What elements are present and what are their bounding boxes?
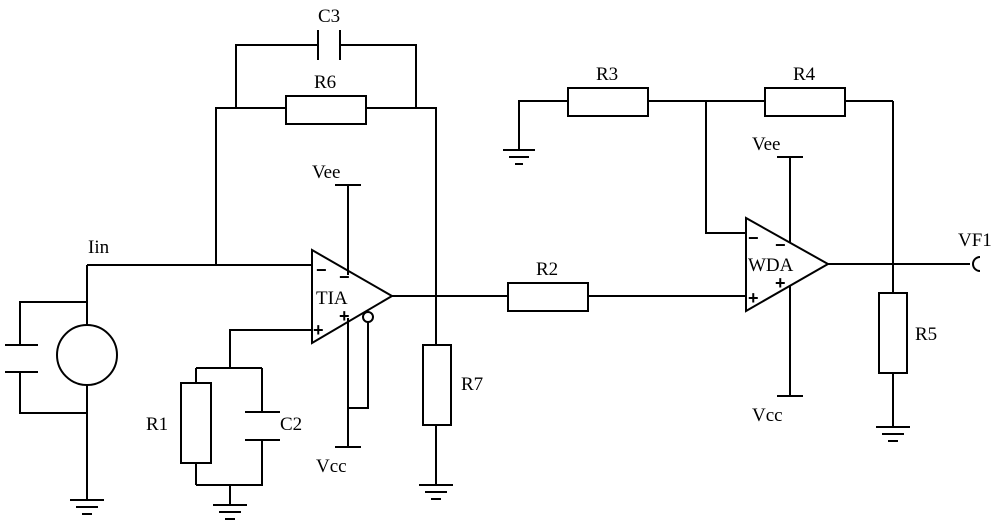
wda-vcc-label: Vcc (752, 405, 783, 426)
wda-gain-network (503, 100, 894, 293)
wda-label: WDA (748, 255, 794, 276)
resistor-r4: R4 (764, 64, 846, 117)
wda-plus-sign: + (748, 288, 759, 308)
iin-label: Iin (88, 237, 110, 258)
tia-vcc-label: Vcc (316, 456, 347, 477)
resistor-r1: R1 (146, 382, 212, 464)
tia-vee-label: Vee (312, 162, 340, 183)
r5-label: R5 (915, 324, 937, 345)
c2-label: C2 (280, 414, 302, 435)
feedback-network (215, 44, 437, 345)
tia-minus-sign: − (316, 260, 327, 280)
wda-supply: Vee Vcc (752, 134, 803, 426)
r6-label: R6 (314, 72, 336, 93)
tia-label: TIA (316, 288, 348, 309)
r2-label: R2 (536, 259, 558, 280)
ground-symbol (70, 499, 104, 515)
wda-plus-sign-inner: + (775, 273, 786, 293)
r4-label: R4 (793, 64, 816, 85)
source-side-capacitor (5, 301, 87, 414)
tia-minus-sign-inner: − (339, 267, 350, 287)
vf1-label: VF1 (958, 230, 992, 251)
wda-vee-label: Vee (752, 134, 780, 155)
opamp-tia: TIA − + − + (311, 248, 394, 345)
current-source-iin (56, 265, 118, 500)
c3-label: C3 (318, 6, 340, 27)
tia-plus-sign: + (313, 320, 324, 340)
tia-supply: Vee Vcc (312, 162, 369, 477)
capacitor-c2: C2 (245, 411, 302, 441)
output-terminal: VF1 (828, 230, 992, 272)
r1-label: R1 (146, 414, 168, 435)
resistor-r5: R5 (876, 292, 937, 442)
tia-bias-network (195, 329, 312, 520)
wda-minus-sign: − (748, 228, 759, 248)
resistor-r2: R2 (507, 259, 746, 312)
tia-plus-sign-inner: + (339, 306, 350, 326)
resistor-r3: R3 (567, 64, 649, 117)
r7-label: R7 (461, 374, 483, 395)
r3-label: R3 (596, 64, 618, 85)
opamp-wda: WDA − + − + (745, 216, 831, 313)
resistor-r7: R7 (419, 344, 483, 500)
wda-minus-sign-inner: − (775, 235, 786, 255)
capacitor-c3: C3 (317, 6, 341, 60)
resistor-r6: R6 (285, 72, 367, 125)
